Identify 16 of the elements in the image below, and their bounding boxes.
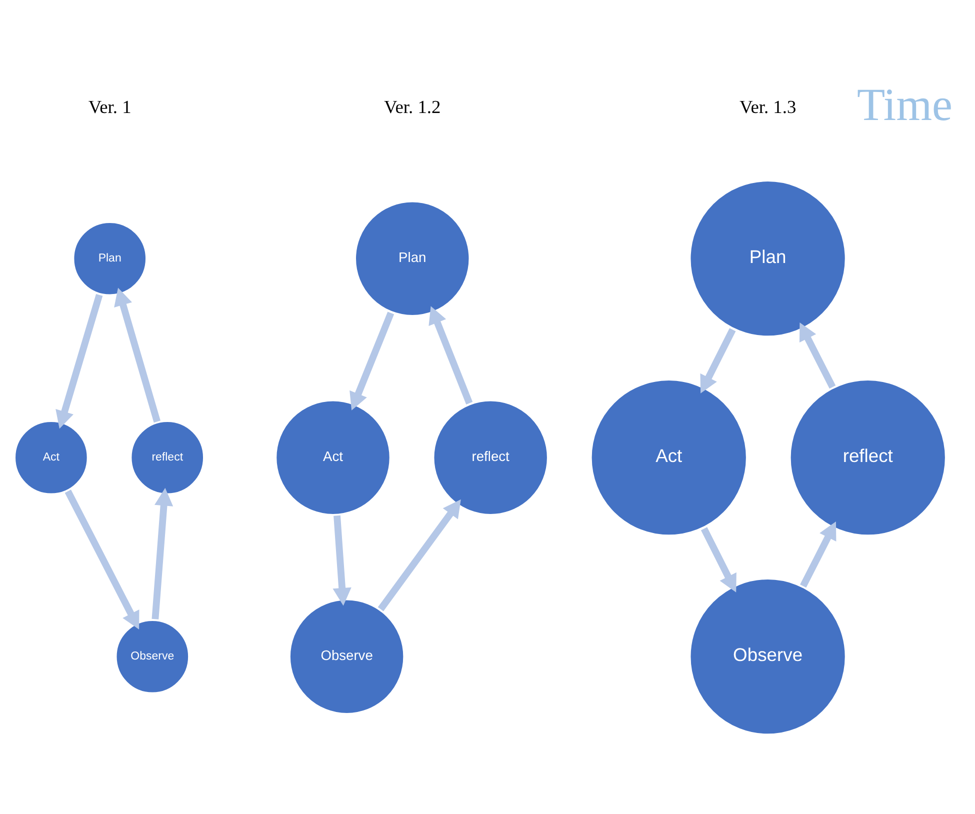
arrow: [377, 499, 460, 612]
label: Ver. 1: [88, 96, 131, 117]
arrow: [349, 312, 394, 410]
label: Ver. 1.3: [738, 96, 796, 117]
label: Time: [856, 79, 952, 130]
arrow: [64, 490, 139, 630]
arrow: [151, 488, 173, 620]
arrow: [332, 515, 351, 606]
arrow: [700, 328, 736, 394]
arrow: [798, 322, 836, 389]
label: Ver. 1.2: [384, 96, 440, 117]
arrow: [428, 306, 472, 404]
arrow: [55, 294, 102, 429]
arrow: [700, 527, 736, 592]
arrow: [800, 521, 836, 588]
arrow: [114, 288, 160, 423]
